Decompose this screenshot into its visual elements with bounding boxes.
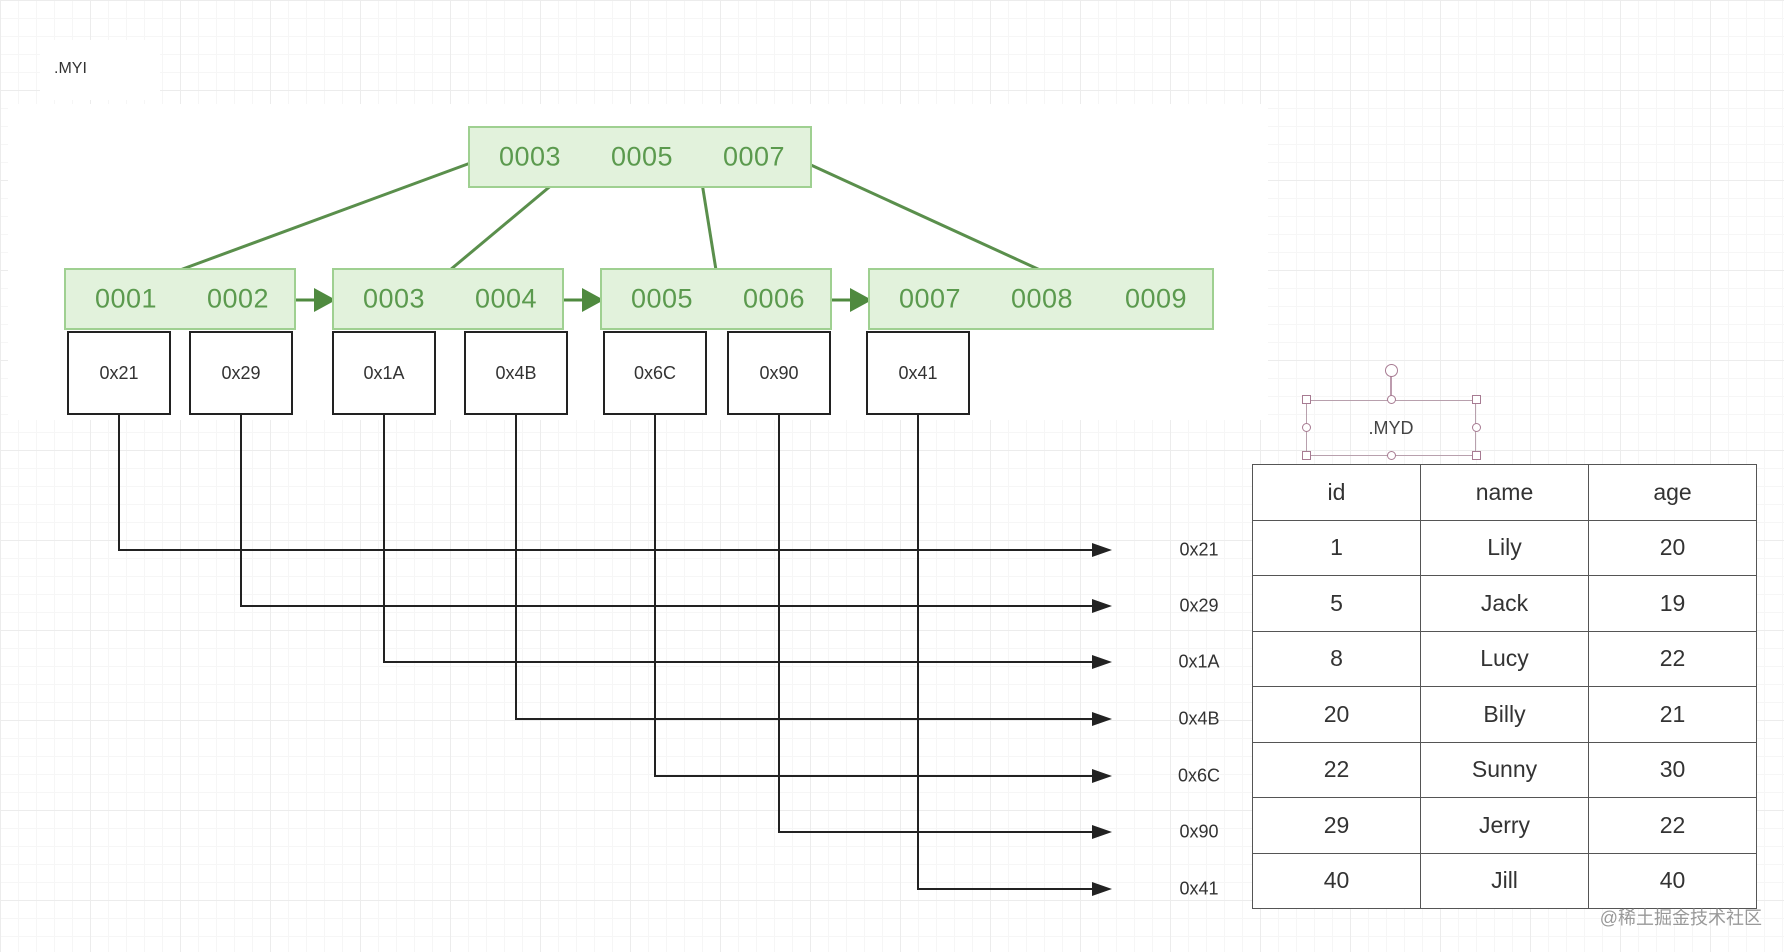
- row-address-label: 0x29: [1179, 595, 1219, 616]
- pointer-arrowhead: [1092, 825, 1112, 839]
- cell-id: 20: [1252, 686, 1421, 743]
- pointer-line: [778, 415, 1096, 833]
- myi-label-area: [40, 40, 160, 100]
- cell-name: Jack: [1420, 575, 1589, 632]
- table-row: 20 Billy 21: [1252, 686, 1757, 743]
- pointer-arrowhead: [1092, 599, 1112, 613]
- table-row: 29 Jerry 22: [1252, 797, 1757, 854]
- pointer-line: [240, 415, 1096, 607]
- table-row: 22 Sunny 30: [1252, 741, 1757, 798]
- cell-id: 40: [1252, 852, 1421, 909]
- address-box: 0x21: [67, 331, 171, 415]
- column-header-name: name: [1420, 464, 1589, 521]
- resize-handle-n[interactable]: [1387, 395, 1396, 404]
- pointer-line: [383, 415, 1096, 663]
- pointer-lines: [118, 415, 1112, 896]
- table-row: 40 Jill 40: [1252, 852, 1757, 909]
- pointer-line: [917, 415, 1096, 890]
- root-key: 0007: [722, 141, 786, 172]
- resize-handle-nw[interactable]: [1302, 395, 1311, 404]
- column-header-id: id: [1252, 464, 1421, 521]
- table-row: 8 Lucy 22: [1252, 630, 1757, 687]
- leaf-key: 0001: [94, 283, 158, 314]
- address-box: 0x29: [189, 331, 293, 415]
- pointer-arrowhead: [1092, 882, 1112, 896]
- cell-name: Lily: [1420, 519, 1589, 576]
- cell-name: Jill: [1420, 852, 1589, 909]
- root-key: 0003: [498, 141, 562, 172]
- myd-table: id name age 1 Lily 20 5 Jack 19 8 Lucy 2…: [1252, 464, 1757, 909]
- rotate-handle[interactable]: [1385, 364, 1398, 377]
- column-header-age: age: [1588, 464, 1757, 521]
- table-row: 5 Jack 19: [1252, 575, 1757, 632]
- leaf-key: 0004: [474, 283, 538, 314]
- table-header-row: id name age: [1252, 464, 1757, 521]
- leaf-key: 0008: [1010, 283, 1074, 314]
- root-key: 0005: [610, 141, 674, 172]
- root-node: 0003 0005 0007: [468, 126, 812, 188]
- cell-age: 20: [1588, 519, 1757, 576]
- pointer-arrowhead: [1092, 769, 1112, 783]
- pointer-line: [654, 415, 1096, 777]
- cell-id: 8: [1252, 630, 1421, 687]
- cell-age: 22: [1588, 630, 1757, 687]
- leaf-node-3: 0005 0006: [600, 268, 832, 330]
- myd-label-box[interactable]: .MYD: [1306, 400, 1476, 456]
- resize-handle-w[interactable]: [1302, 423, 1311, 432]
- tree-edge-4: [799, 158, 1041, 272]
- cell-id: 1: [1252, 519, 1421, 576]
- row-address-label: 0x6C: [1177, 765, 1221, 786]
- address-box: 0x6C: [603, 331, 707, 415]
- pointer-arrowhead: [1092, 543, 1112, 557]
- row-address-label: 0x21: [1179, 539, 1219, 560]
- cell-id: 5: [1252, 575, 1421, 632]
- cell-name: Lucy: [1420, 630, 1589, 687]
- row-address-label: 0x41: [1179, 878, 1219, 899]
- leaf-key: 0006: [742, 283, 806, 314]
- leaf-key: 0005: [630, 283, 694, 314]
- cell-name: Billy: [1420, 686, 1589, 743]
- cell-age: 19: [1588, 575, 1757, 632]
- leaf-key: 0003: [362, 283, 426, 314]
- table-row: 1 Lily 20: [1252, 519, 1757, 576]
- resize-handle-sw[interactable]: [1302, 451, 1311, 460]
- pointer-line: [118, 415, 1096, 551]
- cell-age: 21: [1588, 686, 1757, 743]
- myi-label: .MYI: [54, 60, 87, 77]
- row-address-label: 0x90: [1179, 821, 1219, 842]
- cell-age: 40: [1588, 852, 1757, 909]
- leaf-node-4: 0007 0008 0009: [868, 268, 1214, 330]
- resize-handle-se[interactable]: [1472, 451, 1481, 460]
- cell-name: Jerry: [1420, 797, 1589, 854]
- resize-handle-s[interactable]: [1387, 451, 1396, 460]
- leaf-key: 0002: [206, 283, 270, 314]
- cell-age: 22: [1588, 797, 1757, 854]
- cell-age: 30: [1588, 741, 1757, 798]
- cell-id: 22: [1252, 741, 1421, 798]
- leaf-node-1: 0001 0002: [64, 268, 296, 330]
- cell-name: Sunny: [1420, 741, 1589, 798]
- address-box: 0x41: [866, 331, 970, 415]
- pointer-line: [515, 415, 1096, 720]
- address-box: 0x4B: [464, 331, 568, 415]
- pointer-arrowhead: [1092, 712, 1112, 726]
- watermark: @稀土掘金技术社区: [1599, 908, 1762, 928]
- resize-handle-e[interactable]: [1472, 423, 1481, 432]
- address-box: 0x1A: [332, 331, 436, 415]
- cell-id: 29: [1252, 797, 1421, 854]
- row-address-label: 0x4B: [1178, 708, 1220, 729]
- address-box: 0x90: [727, 331, 831, 415]
- leaf-key: 0009: [1124, 283, 1188, 314]
- leaf-key: 0007: [898, 283, 962, 314]
- leaf-node-2: 0003 0004: [332, 268, 564, 330]
- resize-handle-ne[interactable]: [1472, 395, 1481, 404]
- tree-edge-1: [179, 156, 485, 272]
- myd-label: .MYD: [1368, 417, 1414, 438]
- row-address-label: 0x1A: [1178, 651, 1220, 672]
- pointer-arrowhead: [1092, 655, 1112, 669]
